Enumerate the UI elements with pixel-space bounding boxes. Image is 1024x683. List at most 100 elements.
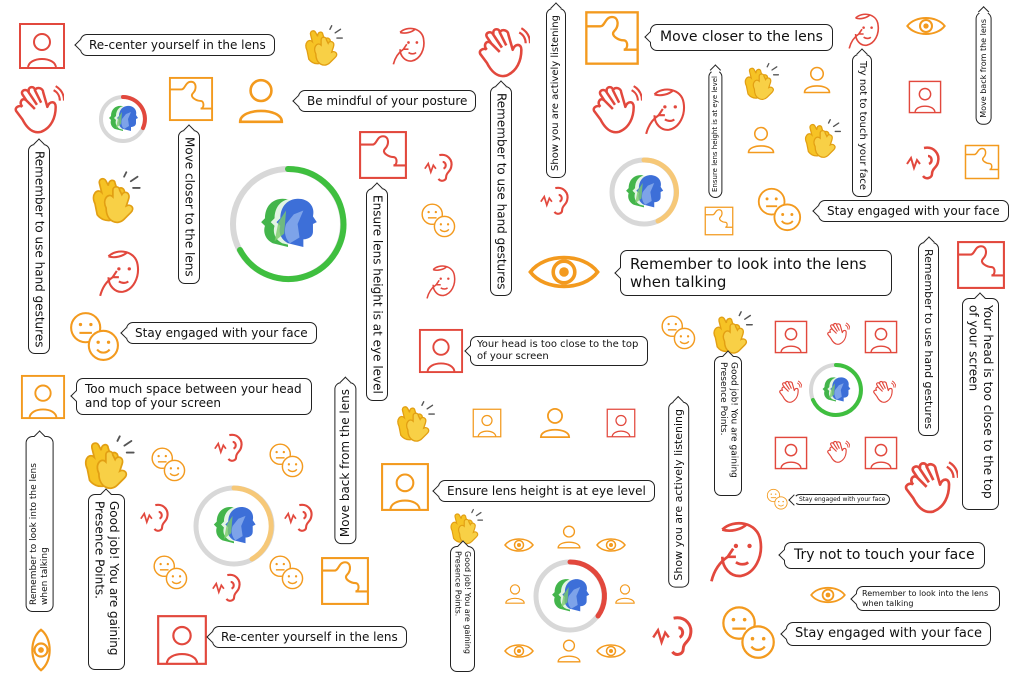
presence-meter-icon (809, 363, 863, 417)
waving-hand-icon (826, 322, 850, 346)
frame-person-icon (864, 436, 898, 470)
faces-icon (420, 202, 456, 238)
ear-icon (284, 500, 318, 534)
clapping-hands-icon (300, 24, 344, 68)
hand-gestures-bubble: Remember to use hand gestures (918, 242, 940, 437)
ear-icon (652, 610, 700, 660)
clapping-hands-icon (740, 62, 780, 102)
puzzle-frame-icon (584, 10, 640, 66)
clapping-hands-icon (708, 310, 754, 356)
waving-hand-icon (590, 84, 642, 136)
move-back-bubble: Move back from the lens (334, 382, 357, 545)
person-icon (556, 638, 582, 664)
presence-meter-icon (533, 559, 607, 633)
faces-icon (268, 554, 304, 590)
faces-icon (766, 488, 788, 510)
clapping-hands-icon (86, 170, 142, 226)
faces-icon (68, 310, 120, 362)
presence-meter-icon (193, 485, 275, 567)
ear-icon (906, 142, 946, 182)
lens-height-bubble: Ensure lens height is at eye level (366, 188, 389, 401)
frame-person-icon (774, 436, 808, 470)
presence-meter-icon (230, 165, 347, 282)
person-icon (746, 122, 776, 158)
posture-bubble: Be mindful of your posture (298, 90, 477, 113)
waving-hand-icon (826, 440, 850, 464)
engaged-bubble: Stay engaged with your face (126, 322, 317, 345)
frame-person-icon (418, 328, 464, 374)
move-closer-bubble: Move closer to the lens (178, 130, 201, 284)
move-back-bubble: Move back from the lens (976, 12, 992, 125)
person-icon (614, 580, 636, 608)
frame-person-icon (774, 320, 808, 354)
faces-icon (152, 554, 188, 590)
look-lens-bubble: Remember to look into the lens when talk… (856, 586, 1000, 612)
eye-icon (906, 14, 946, 38)
move-closer-bubble: Move closer to the lens (650, 24, 833, 51)
eye-icon (596, 536, 626, 554)
clapping-hands-icon (800, 118, 842, 160)
eye-icon (31, 628, 51, 672)
frame-person-icon (864, 320, 898, 354)
eye-icon (504, 642, 534, 660)
clapping-hands-icon (446, 508, 484, 546)
waving-hand-icon (12, 84, 64, 136)
clapping-hands-icon (392, 400, 436, 444)
touch-face-icon (424, 262, 462, 300)
eye-icon (504, 536, 534, 554)
faces-icon (720, 604, 776, 660)
eye-icon (596, 642, 626, 660)
person-icon (802, 62, 832, 98)
faces-icon (660, 314, 696, 350)
ear-icon (540, 182, 574, 218)
waving-hand-icon (902, 460, 958, 516)
faces-icon (756, 186, 802, 232)
frame-person-icon (156, 614, 208, 666)
waving-hand-icon (476, 26, 530, 80)
good-job-bubble: Good job! You are gaining Presence Point… (88, 494, 125, 670)
engaged-bubble: Stay engaged with your face (794, 494, 891, 506)
puzzle-frame-icon (956, 240, 1006, 290)
frame-person-icon (606, 408, 636, 438)
eye-icon (528, 250, 600, 294)
engaged-bubble: Stay engaged with your face (818, 200, 1009, 223)
ear-icon (214, 430, 248, 464)
good-job-bubble: Good job! You are gaining Presence Point… (450, 546, 476, 672)
puzzle-frame-icon (358, 130, 408, 180)
person-icon (556, 524, 582, 550)
lens-height-bubble: Ensure lens height is at eye level (438, 480, 655, 503)
look-lens-bubble: Remember to look into the lens when talk… (26, 436, 54, 612)
clapping-hands-icon (78, 434, 136, 492)
eye-icon (810, 584, 846, 606)
touch-face-icon (706, 516, 774, 584)
waving-hand-icon (778, 380, 802, 404)
frame-person-icon (472, 408, 502, 438)
puzzle-frame-icon (320, 556, 370, 606)
puzzle-frame-icon (168, 76, 214, 122)
ear-icon (212, 570, 246, 604)
recenter-bubble: Re-center yourself in the lens (212, 626, 407, 649)
hand-gestures-bubble: Remember to use hand gestures (28, 144, 51, 355)
presence-meter-icon (609, 157, 679, 227)
lens-height-bubble: Ensure lens height is at eye level (708, 70, 723, 198)
presence-meter-icon (99, 95, 147, 143)
frame-person-icon (18, 22, 66, 70)
good-job-bubble: Good job! You are gaining Presence Point… (714, 356, 742, 496)
look-lens-bubble: Remember to look into the lens when talk… (620, 250, 892, 296)
ear-icon (424, 150, 458, 184)
hand-gestures-bubble: Remember to use hand gestures (490, 86, 513, 297)
person-icon (538, 406, 572, 440)
frame-person-icon (380, 462, 430, 512)
touch-face-bubble: Try not to touch your face (852, 54, 872, 197)
touch-face-bubble: Try not to touch your face (784, 542, 985, 569)
puzzle-frame-icon (964, 144, 1000, 180)
puzzle-frame-icon (704, 206, 734, 236)
touch-face-icon (96, 246, 148, 298)
frame-person-icon (20, 374, 66, 420)
touch-face-icon (846, 10, 886, 50)
frame-person-icon (908, 80, 942, 114)
faces-icon (268, 442, 304, 478)
recenter-bubble: Re-center yourself in the lens (80, 34, 275, 57)
active-listening-bubble: Show you are actively listening (668, 402, 690, 588)
active-listening-bubble: Show you are actively listening (546, 8, 566, 178)
